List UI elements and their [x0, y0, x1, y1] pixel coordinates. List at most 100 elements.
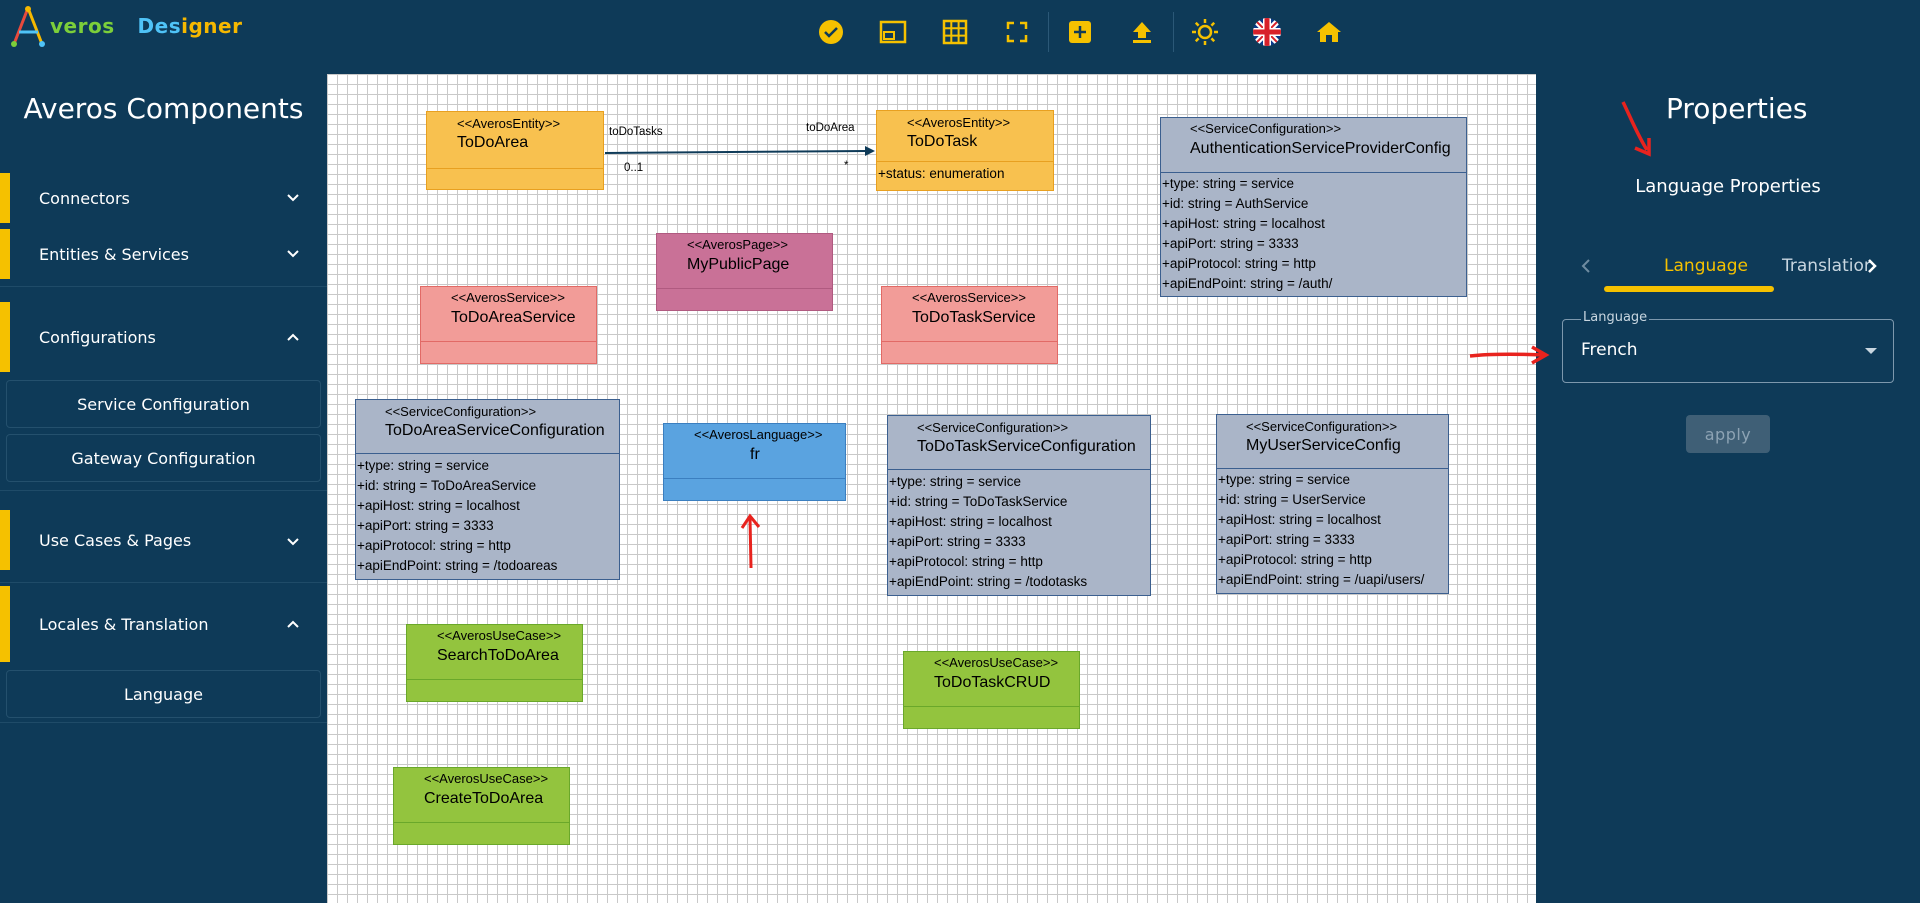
language-flag-button[interactable]	[1236, 12, 1298, 52]
logo-text-part: igner	[181, 14, 243, 38]
grid-button[interactable]	[924, 12, 986, 52]
divider	[0, 582, 327, 583]
class-name: ToDoTaskCRUD	[934, 674, 1051, 691]
accordion-entities-services: Entities & Services	[0, 229, 327, 279]
attribute: +apiEndPoint: string = /todotasks	[889, 574, 1088, 589]
accordion-header-use-cases-pages[interactable]: Use Cases & Pages	[0, 510, 327, 570]
stereotype: <<AverosUseCase>>	[424, 771, 549, 786]
accordion-header-locales-translation[interactable]: Locales & Translation	[0, 586, 327, 662]
compartment-divider	[1217, 468, 1448, 469]
attribute: +apiEndPoint: string = /todoareas	[357, 558, 558, 573]
service-config-auth[interactable]: <<ServiceConfiguration>> AuthenticationS…	[1160, 117, 1467, 297]
association-lines	[604, 146, 875, 156]
class-name: AuthenticationServiceProviderConfig	[1190, 140, 1451, 157]
stereotype: <<ServiceConfiguration>>	[1190, 121, 1342, 136]
accordion-label: Connectors	[39, 188, 130, 208]
theme-toggle-button[interactable]	[1174, 12, 1236, 52]
usecase-searchtodoarea[interactable]: <<AverosUseCase>> SearchToDoArea	[406, 624, 583, 702]
accordion-connectors: Connectors	[0, 173, 327, 223]
association-line[interactable]	[604, 150, 868, 154]
attribute: +apiProtocol: string = http	[1162, 256, 1316, 271]
compartment-divider	[888, 469, 1150, 470]
apply-button[interactable]: apply	[1686, 415, 1770, 453]
attribute: +apiHost: string = localhost	[889, 514, 1052, 529]
usecase-createtodoarea[interactable]: <<AverosUseCase>> CreateToDoArea	[393, 767, 570, 845]
stereotype: <<ServiceConfiguration>>	[1246, 419, 1398, 434]
attribute: +apiPort: string = 3333	[889, 534, 1026, 549]
attribute: +apiEndPoint: string = /uapi/users/	[1218, 572, 1425, 587]
attribute-list: +type: string = service +id: string = Us…	[1217, 470, 1448, 590]
attribute-list: +type: string = service +id: string = To…	[888, 472, 1150, 592]
language-select[interactable]: Language French	[1562, 310, 1894, 383]
compartment-divider	[657, 288, 832, 289]
accordion-label: Configurations	[39, 327, 156, 347]
toolbar-divider	[1048, 12, 1049, 52]
attribute: +apiPort: string = 3333	[1162, 236, 1299, 251]
class-name: SearchToDoArea	[437, 647, 559, 664]
class-name: ToDoAreaServiceConfiguration	[385, 422, 605, 439]
component-gateway-configuration[interactable]: Gateway Configuration	[6, 434, 321, 482]
page-mypublicpage[interactable]: <<AverosPage>> MyPublicPage	[656, 233, 833, 311]
attribute: +id: string = ToDoTaskService	[889, 494, 1068, 509]
stereotype: <<AverosLanguage>>	[694, 427, 823, 442]
compartment-divider	[407, 679, 582, 680]
class-name: ToDoTaskServiceConfiguration	[917, 438, 1136, 455]
attribute: +apiPort: string = 3333	[357, 518, 494, 533]
service-todotaskservice[interactable]: <<AverosService>> ToDoTaskService	[881, 286, 1058, 364]
attribute: +type: string = service	[889, 474, 1022, 489]
upload-button[interactable]	[1111, 12, 1173, 52]
association-arrowhead	[865, 146, 875, 156]
component-language[interactable]: Language	[6, 670, 321, 718]
add-button[interactable]	[1049, 12, 1111, 52]
components-sidebar: Averos Components Connectors Entities & …	[0, 68, 327, 903]
accordion-configurations: Configurations Service Configuration Gat…	[0, 302, 327, 488]
attribute: +apiHost: string = localhost	[1218, 512, 1381, 527]
tab-translation[interactable]: Translatior	[1782, 256, 1871, 276]
class-name: MyPublicPage	[687, 256, 790, 273]
panel-subtitle: Language Properties	[1635, 176, 1821, 197]
attribute: +apiProtocol: string = http	[889, 554, 1043, 569]
diagram-canvas[interactable]: toDoTasks 0..1 toDoArea * <<AverosEntity…	[327, 74, 1536, 903]
attribute: +apiEndPoint: string = /auth/	[1162, 276, 1333, 291]
chevron-up-icon	[287, 620, 299, 628]
fullscreen-button[interactable]	[986, 12, 1048, 52]
sidebar-title: Averos Components	[23, 92, 304, 125]
service-config-myuser[interactable]: <<ServiceConfiguration>> MyUserServiceCo…	[1216, 414, 1449, 594]
language-fr[interactable]: <<AverosLanguage>> fr	[663, 423, 846, 501]
accordion-header-entities-services[interactable]: Entities & Services	[0, 229, 327, 279]
chevron-left-icon[interactable]	[1576, 254, 1596, 278]
accordion-header-configurations[interactable]: Configurations	[0, 302, 327, 372]
logo-text-part: veros	[50, 14, 115, 38]
service-config-todotask[interactable]: <<ServiceConfiguration>> ToDoTaskService…	[887, 415, 1151, 596]
add-box-icon	[1069, 21, 1091, 43]
chevron-down-icon	[287, 250, 299, 258]
accordion-label: Use Cases & Pages	[39, 530, 192, 550]
fullscreen-icon	[1006, 21, 1028, 43]
attribute: +id: string = ToDoAreaService	[357, 478, 537, 493]
compartment-divider	[664, 478, 845, 479]
chevron-right-icon[interactable]	[1862, 254, 1882, 278]
validate-button[interactable]	[800, 12, 862, 52]
service-todoareaservice[interactable]: <<AverosService>> ToDoAreaService	[420, 286, 597, 364]
service-config-todoarea[interactable]: <<ServiceConfiguration>> ToDoAreaService…	[355, 399, 620, 580]
attribute-list: +type: string = service +id: string = Au…	[1161, 174, 1466, 294]
language-select-value: French	[1581, 340, 1638, 360]
accordion-header-connectors[interactable]: Connectors	[0, 173, 327, 223]
divider	[0, 722, 327, 723]
entity-todoarea[interactable]: <<AverosEntity>> ToDoArea	[426, 111, 604, 190]
sun-icon	[1192, 19, 1218, 45]
tab-language[interactable]: Language	[1664, 256, 1748, 276]
class-name: ToDoAreaService	[451, 309, 576, 326]
picture-in-picture-button[interactable]	[862, 12, 924, 52]
association-source-role: toDoTasks	[609, 126, 663, 138]
stereotype: <<ServiceConfiguration>>	[385, 404, 537, 419]
accordion-label: Locales & Translation	[39, 614, 209, 634]
component-service-configuration[interactable]: Service Configuration	[6, 380, 321, 428]
attribute: +id: string = UserService	[1218, 492, 1366, 507]
language-select-label: Language	[1581, 310, 1650, 325]
usecase-todotaskcrud[interactable]: <<AverosUseCase>> ToDoTaskCRUD	[903, 651, 1080, 729]
attribute: +apiHost: string = localhost	[357, 498, 520, 513]
entity-todotask[interactable]: <<AverosEntity>> ToDoTask +status: enume…	[876, 110, 1054, 191]
accordion-label: Entities & Services	[39, 244, 189, 264]
home-button[interactable]	[1298, 12, 1360, 52]
